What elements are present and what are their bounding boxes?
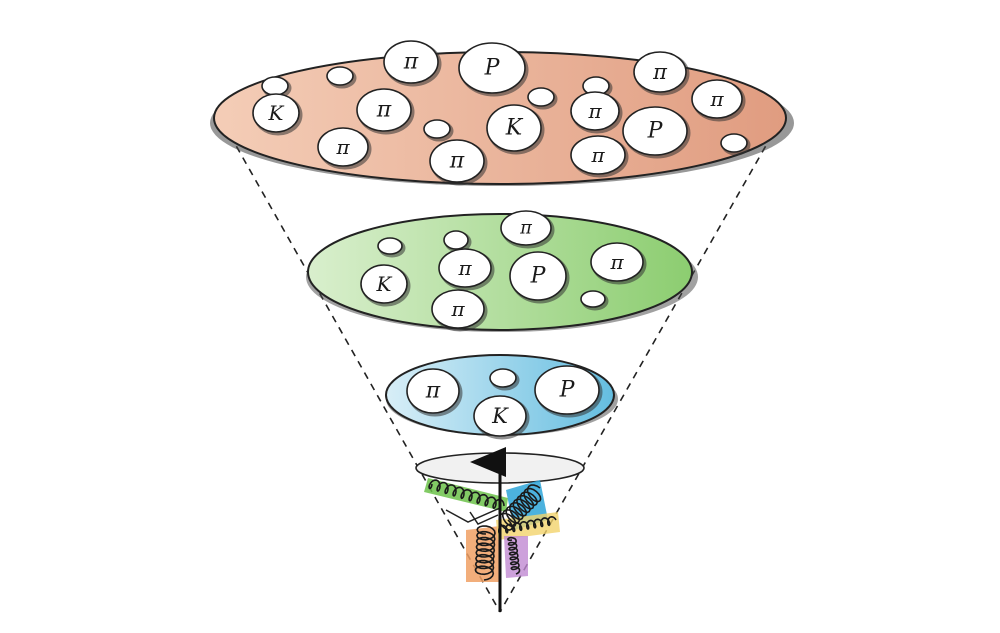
kaon-label: K: [491, 404, 509, 428]
proton-particle: P: [458, 42, 529, 97]
proton-particle: P: [622, 106, 691, 159]
branch-line: [469, 511, 499, 525]
h-particle: [377, 237, 406, 258]
kaon-particle: K: [252, 93, 303, 136]
pion-particle: π: [691, 79, 746, 122]
proton-label: P: [484, 56, 501, 81]
pion-particle: π: [570, 135, 629, 178]
kaon-label: K: [376, 272, 393, 296]
pion-label: π: [652, 60, 668, 84]
proton-particle: P: [534, 365, 603, 418]
pion-particle: π: [317, 127, 372, 170]
branch-line: [445, 507, 501, 523]
pion-label: π: [403, 50, 419, 75]
pion-label: π: [587, 99, 602, 123]
pion-particle: π: [570, 91, 623, 134]
kaon-label: K: [505, 116, 524, 141]
h-particle: [580, 290, 609, 311]
h-particle: [489, 368, 520, 391]
pion-label: π: [449, 149, 465, 174]
pion-particle: π: [500, 210, 555, 249]
proton-label: P: [530, 264, 547, 289]
h-particle: [326, 66, 357, 89]
pion-label: π: [425, 379, 441, 404]
cone-left-edge: [229, 134, 501, 613]
gluon-coil-icon: [474, 525, 496, 581]
h-particle: [443, 230, 472, 253]
pion-label: π: [376, 98, 392, 123]
pion-particle: π: [438, 248, 495, 291]
gluon-coil-icon: [498, 515, 557, 535]
pion-particle: π: [383, 40, 442, 87]
pion-particle: π: [633, 51, 690, 96]
pion-label: π: [335, 135, 350, 159]
h-particle: [720, 133, 751, 156]
parton-shower: [424, 478, 560, 582]
pion-particle: π: [406, 368, 463, 417]
h-particle: [423, 119, 454, 142]
pion-label: π: [519, 218, 532, 239]
proton-particle: P: [509, 251, 570, 304]
gluon-coil-icon: [428, 479, 505, 510]
pion-particle: π: [356, 88, 415, 135]
kaon-label: K: [268, 101, 285, 125]
kaon-particle: K: [486, 104, 545, 155]
pion-label: π: [450, 297, 465, 321]
pion-particle: π: [429, 139, 488, 186]
pion-particle: π: [431, 289, 488, 332]
pion-label: π: [609, 250, 624, 274]
pion-particle: π: [590, 242, 647, 285]
bottom-layer: π P K: [385, 354, 618, 440]
gluon-coil-icon: [507, 536, 521, 575]
kaon-particle: K: [473, 395, 530, 440]
proton-label: P: [647, 119, 664, 144]
h-particle: [527, 87, 558, 110]
gluon-coil-icon: [498, 484, 542, 531]
pion-label: π: [457, 256, 472, 280]
kaon-particle: K: [360, 264, 411, 307]
pion-label: π: [709, 87, 724, 111]
proton-label: P: [559, 378, 576, 403]
pion-label: π: [590, 143, 605, 167]
